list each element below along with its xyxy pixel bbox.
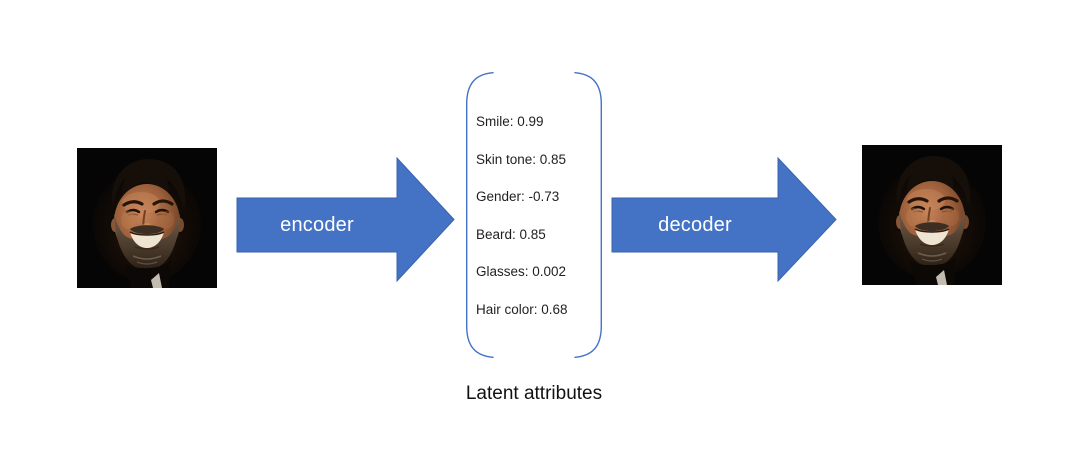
portrait-photo-icon	[77, 148, 217, 288]
latent-attributes-list: Smile: 0.99 Skin tone: 0.85 Gender: -0.7…	[476, 103, 600, 328]
latent-attribute-beard: Beard: 0.85	[476, 226, 546, 242]
latent-attribute-gender: Gender: -0.73	[476, 189, 560, 205]
latent-attribute-hair-color: Hair color: 0.68	[476, 301, 568, 317]
portrait-photo-icon	[862, 145, 1002, 285]
right-block-arrow-icon	[236, 156, 455, 283]
latent-attribute-skin-tone: Skin tone: 0.85	[476, 151, 567, 167]
latent-attributes-box	[466, 72, 602, 358]
double-bracket-icon	[466, 72, 602, 358]
right-block-arrow-icon	[611, 156, 837, 283]
latent-attribute-glasses: Glasses: 0.002	[476, 264, 567, 280]
encoder-arrow: encoder	[236, 156, 461, 283]
latent-attributes-caption: Latent attributes	[465, 383, 603, 404]
encoder-label: encoder	[280, 213, 354, 236]
latent-attribute-smile: Smile: 0.99	[476, 114, 544, 130]
output-face-image	[862, 145, 1002, 285]
decoder-label: decoder	[658, 213, 732, 236]
input-face-image	[77, 148, 217, 288]
decoder-arrow: decoder	[611, 156, 837, 283]
